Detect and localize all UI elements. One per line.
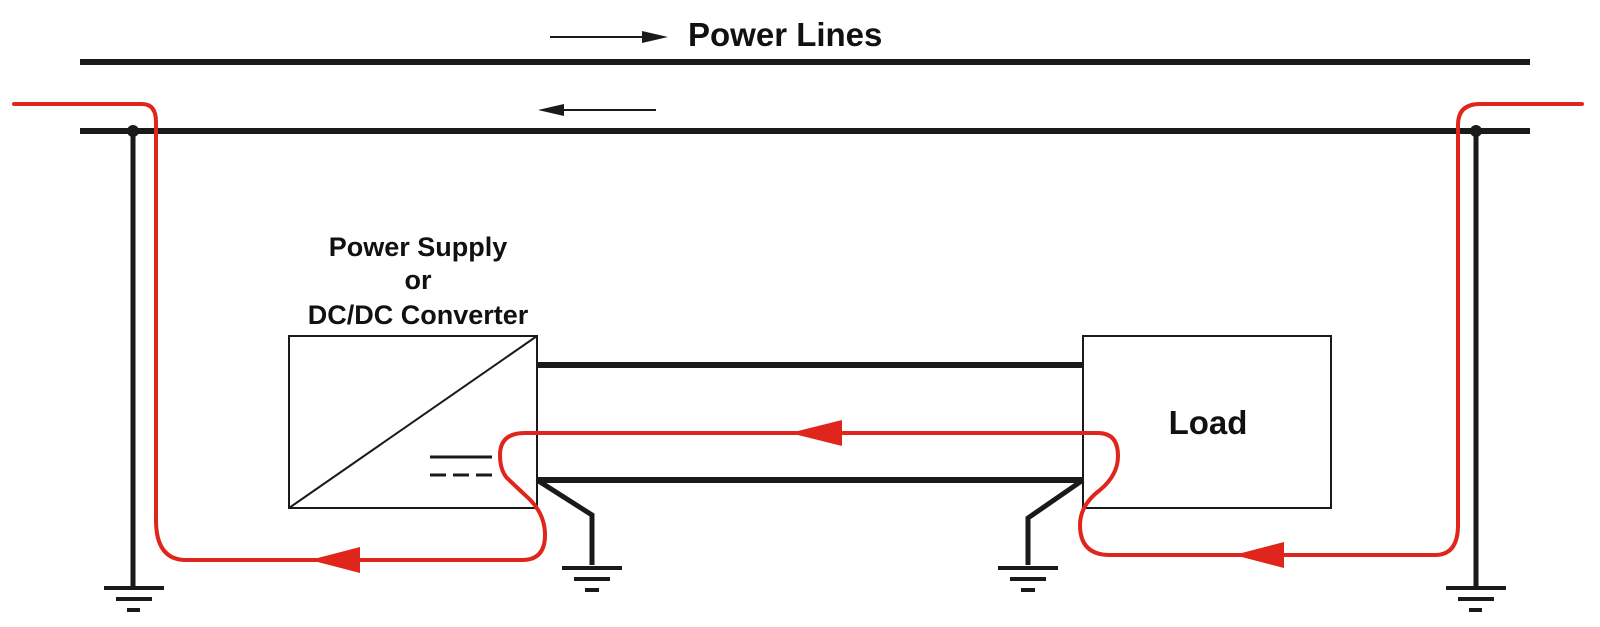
ground-loop-current-path	[12, 102, 1584, 573]
converter-diagonal	[288, 335, 538, 509]
ground-icon	[562, 566, 622, 592]
arrow-right-icon	[550, 31, 668, 43]
left-junction-dot	[127, 125, 139, 137]
load-label: Load	[1169, 404, 1248, 441]
load-box	[1082, 335, 1332, 509]
current-arrow-icon	[1234, 542, 1284, 568]
right-junction-dot	[1470, 125, 1482, 137]
power-lines-label: Power Lines	[688, 16, 882, 53]
load-ground-wire	[1025, 477, 1085, 565]
arrow-left-icon	[538, 104, 656, 116]
ground-icon	[1446, 586, 1506, 612]
dc-symbol-icon	[430, 455, 492, 477]
ground-icon	[998, 566, 1058, 592]
power-supply-label-line2: or	[405, 265, 432, 295]
supply-ground-wire	[535, 477, 595, 565]
power-supply-label-line1: Power Supply	[329, 232, 508, 262]
current-arrow-icon	[790, 420, 842, 446]
current-arrow-icon	[310, 547, 360, 573]
power-supply-label-line3: DC/DC Converter	[308, 300, 529, 330]
ground-icon	[104, 586, 164, 612]
power-supply-box	[288, 335, 538, 509]
